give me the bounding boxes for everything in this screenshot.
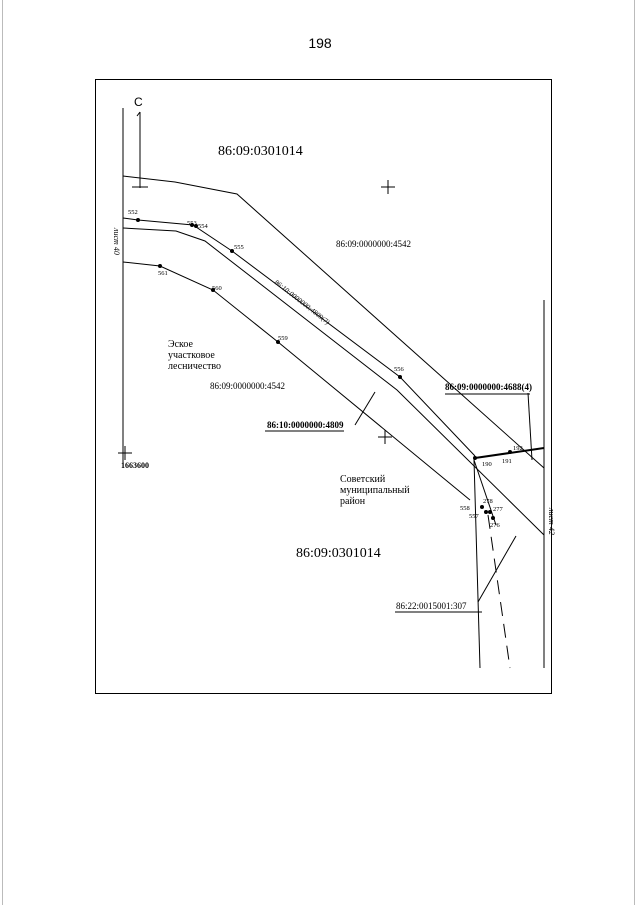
forestry-line-2: участковое: [168, 350, 215, 361]
grid-cross-upper: [381, 180, 395, 194]
point-558: [480, 505, 484, 509]
label-278: 278: [483, 498, 493, 505]
point-553: [190, 223, 194, 227]
label-192: 192: [513, 445, 523, 452]
label-555: 555: [234, 244, 244, 251]
label-557: 557: [469, 513, 480, 520]
map-frame: [95, 79, 552, 694]
label-554: 554: [198, 223, 209, 230]
point-556: [398, 375, 402, 379]
sheet-link-right: лист 42: [547, 507, 556, 535]
point-560: [211, 288, 215, 292]
parcel-4809: 86:10:0000000:4809: [267, 420, 344, 430]
label-191: 191: [502, 458, 512, 465]
point-554: [194, 224, 198, 228]
leader-307: [477, 535, 517, 603]
scan-edge-right: [634, 0, 635, 905]
label-556: 556: [394, 366, 405, 373]
point-191: [508, 450, 512, 454]
point-277: [488, 510, 492, 514]
forestry-line-3: лесничество: [168, 361, 221, 372]
label-276: 276: [490, 522, 501, 529]
parcel-bottom-block: 86:09:0301014: [296, 546, 381, 561]
corridor-upper-edge: [122, 217, 476, 457]
grid-cross-left-bottom: [118, 446, 132, 460]
point-557: [484, 510, 488, 514]
sheet-link-left: лист 40: [112, 227, 121, 255]
district-line-2: муниципальный: [340, 485, 410, 496]
label-552: 552: [128, 209, 138, 216]
parcel-top-block: 86:09:0301014: [218, 144, 303, 159]
scan-edge-left: [2, 0, 3, 905]
grid-cross-middle: [378, 430, 392, 444]
page-number: 198: [308, 35, 332, 51]
label-558: 558: [460, 505, 470, 512]
parcel-4542-lower: 86:09:0000000:4542: [210, 381, 285, 391]
point-559: [276, 340, 280, 344]
north-arrow-head: [136, 111, 141, 117]
coordinate-label: 1663600: [121, 461, 149, 470]
corridor-inner-edge: [122, 227, 545, 536]
point-276: [491, 516, 495, 520]
label-559: 559: [278, 335, 288, 342]
parcel-307: 86:22:0015001:307: [396, 601, 467, 611]
label-561: 561: [158, 270, 168, 277]
forestry-line-1: Эское: [168, 339, 194, 350]
parcel-4688-4: 86:09:0000000:4688(4): [445, 382, 532, 392]
parcel-4542-upper: 86:09:0000000:4542: [336, 239, 411, 249]
label-560: 560: [212, 285, 222, 292]
label-553: 553: [187, 220, 197, 227]
parcel-190-left-edge: [473, 455, 481, 669]
connector-190-276: [473, 459, 497, 526]
point-555: [230, 249, 234, 253]
point-552: [136, 218, 140, 222]
dashed-boundary: [487, 514, 511, 669]
parcel-4809-7: 86:10:0000000:4809(7): [273, 278, 332, 326]
label-277: 277: [493, 506, 504, 513]
leader-4809: [354, 391, 376, 426]
district-line-1: Советский: [340, 474, 386, 485]
outer-upper-boundary: [122, 175, 545, 469]
label-190: 190: [482, 461, 492, 468]
point-190: [473, 456, 477, 460]
north-label: С: [134, 95, 143, 109]
leader-4688: [527, 392, 533, 461]
point-561: [158, 264, 162, 268]
district-line-3: район: [340, 496, 366, 507]
